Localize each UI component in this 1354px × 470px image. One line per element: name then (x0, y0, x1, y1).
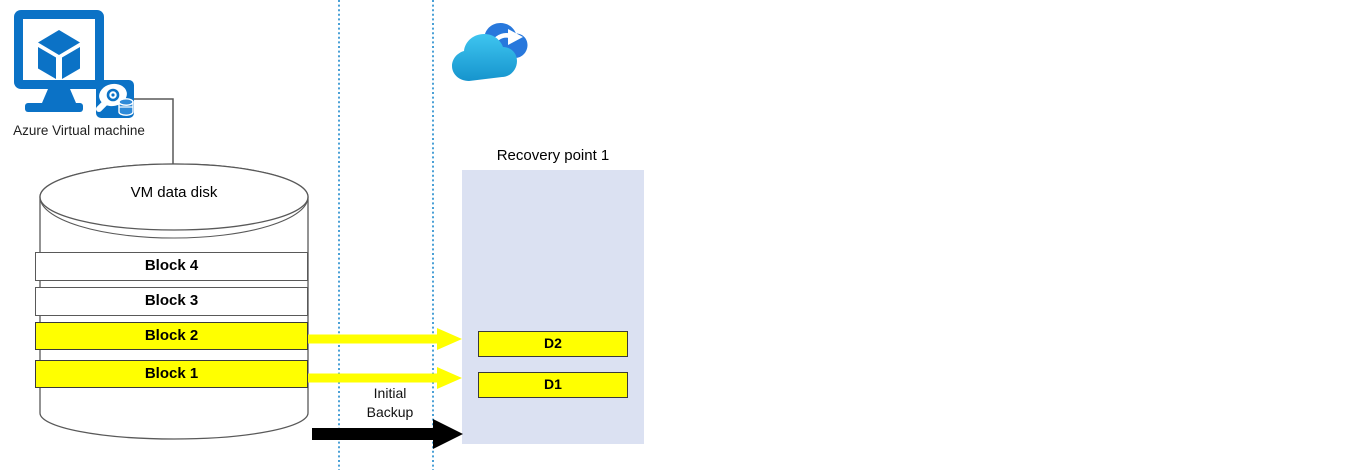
disk-block-4: Block 4 (35, 252, 308, 281)
vm-data-disk-title: VM data disk (130, 184, 218, 201)
disk-cylinder-glyph (118, 98, 134, 116)
azure-backup-cloud-icon (452, 23, 528, 81)
initial-backup-label-line1: Initial (373, 385, 407, 401)
disk-block-3: Block 3 (35, 287, 308, 316)
disk-block-2: Block 2 (35, 322, 308, 350)
recovery-delta-d2: D2 (478, 331, 628, 357)
initial-backup-arrow (312, 419, 463, 449)
azure-vm-label: Azure Virtual machine (13, 123, 145, 138)
sync-arrow-head (508, 29, 523, 45)
block1-to-d1-arrow (308, 367, 462, 389)
managed-disk-icon (96, 80, 134, 118)
block2-to-d2-arrow (308, 328, 462, 350)
initial-backup-label: Initial Backup (352, 384, 428, 422)
vm-to-disk-connector-line (133, 98, 174, 166)
recovery-delta-d1: D1 (478, 372, 628, 398)
recovery-point-container (462, 170, 644, 444)
azure-vm-icon (14, 10, 104, 112)
recovery-point-title: Recovery point 1 (496, 147, 610, 164)
initial-backup-label-line2: Backup (366, 404, 414, 420)
disk-block-1: Block 1 (35, 360, 308, 388)
cube-icon (38, 30, 80, 79)
front-cloud (452, 34, 517, 81)
